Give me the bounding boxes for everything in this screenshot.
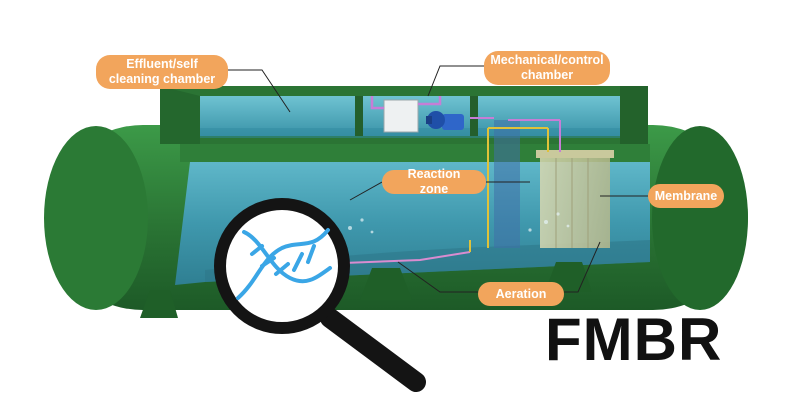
label-effluent-chamber: Effluent/self cleaning chamber — [96, 55, 228, 89]
tank-feet — [140, 262, 592, 318]
control-chamber-equipment — [370, 96, 464, 133]
membrane-module — [536, 150, 614, 248]
label-reaction-zone: Reaction zone — [382, 167, 486, 196]
diagram-title: FMBR — [545, 306, 723, 373]
pump-icon — [426, 111, 464, 130]
magnifier-icon — [214, 198, 426, 392]
label-membrane: Membrane — [648, 184, 724, 208]
label-aeration: Aeration — [478, 282, 564, 306]
tank-divider — [180, 144, 650, 162]
riser-pipes — [470, 117, 561, 248]
dna-icon — [236, 228, 332, 300]
label-mechanical-chamber: Mechanical/control chamber — [484, 51, 610, 85]
label-leader-lines — [228, 65, 648, 293]
